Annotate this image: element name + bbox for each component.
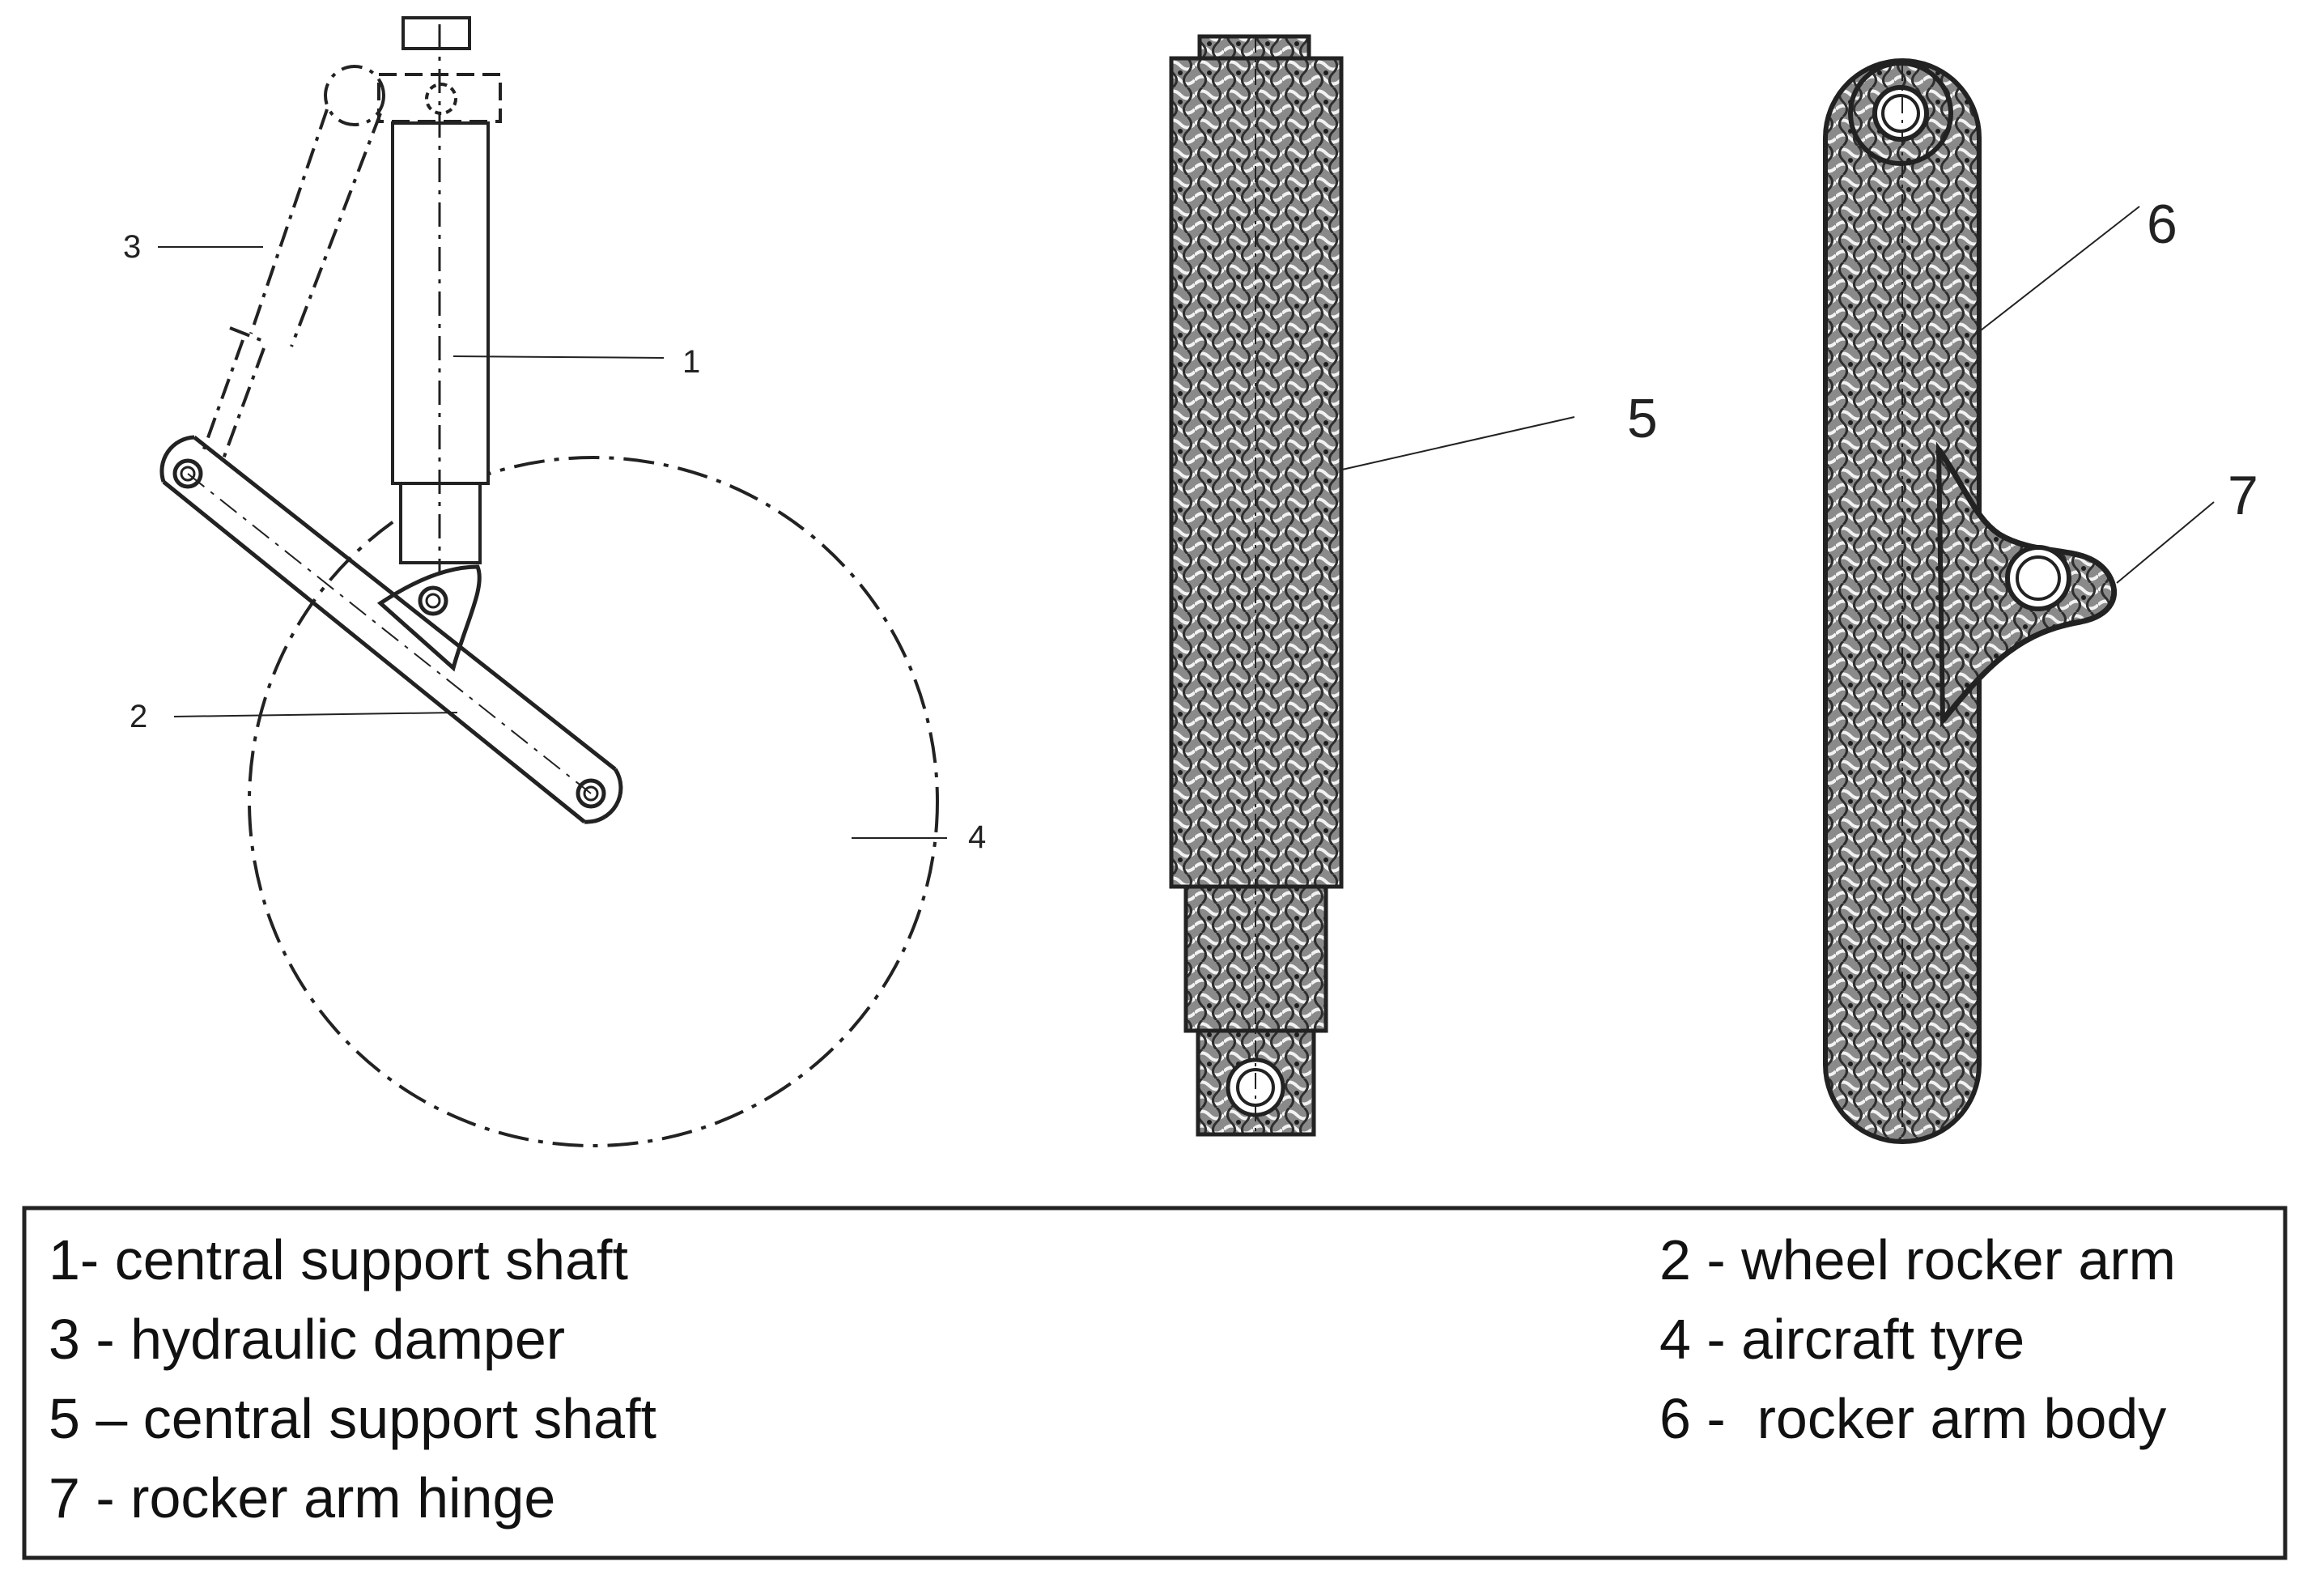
rocker-arm-detail [1823,58,2215,1144]
legend-box: 1- central support shaft 2 - wheel rocke… [22,1206,2288,1560]
callout-7: 7 [2228,465,2258,526]
callout-3: 3 [123,229,141,265]
aircraft-tyre [248,456,939,1147]
schematic-view [158,16,947,1147]
central-support-shaft [377,16,502,583]
callout-6: 6 [2147,194,2177,255]
callout-4: 4 [968,819,986,855]
legend-item-2: 2 - wheel rocker arm [1659,1228,2176,1291]
central-support-shaft-detail [1169,34,1575,1137]
wheel-rocker-arm [159,435,623,824]
legend-item-5: 5 – central support shaft [49,1387,656,1450]
legend-item-4: 4 - aircraft tyre [1659,1308,2024,1371]
legend-item-3: 3 - hydraulic damper [49,1308,565,1371]
callout-5: 5 [1627,388,1658,449]
rocker-arm-body [1823,58,1982,1144]
legend-item-7: 7 - rocker arm hinge [49,1466,555,1530]
hydraulic-damper [201,65,385,464]
legend-item-6: 6 - rocker arm body [1659,1387,2166,1450]
legend-item-1: 1- central support shaft [49,1228,628,1291]
callout-1: 1 [682,344,700,380]
callout-2: 2 [130,699,147,734]
